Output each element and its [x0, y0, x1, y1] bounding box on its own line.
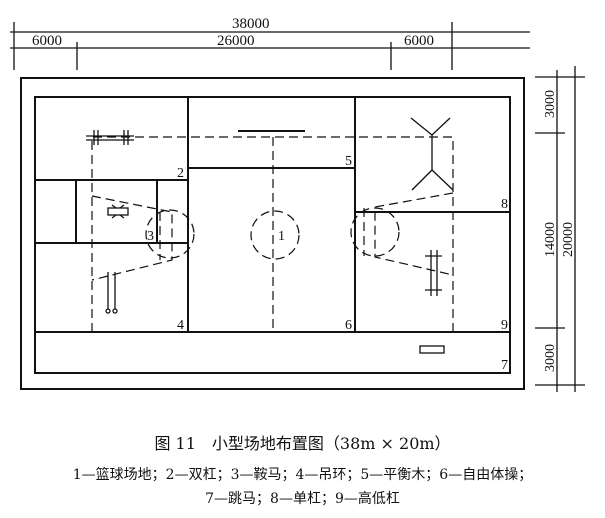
legend-line-2: 7—跳马；8—单杠；9—高低杠 — [205, 491, 400, 507]
pommel-horse-icon — [107, 204, 129, 219]
dim-top-depth: 3000 — [543, 90, 558, 118]
dim-total-width: 38000 — [232, 16, 270, 32]
marker-9: 9 — [501, 318, 508, 333]
right-key-circle — [350, 207, 400, 257]
marker-1: 1 — [278, 229, 285, 244]
dim-right-width: 6000 — [404, 33, 434, 49]
center-circle — [250, 210, 300, 260]
top-dimension-lines — [10, 22, 530, 70]
marker-3: 3 — [147, 229, 154, 244]
field-outline — [34, 96, 511, 374]
marker-8: 8 — [501, 197, 508, 212]
legend-line-1: 1—篮球场地；2—双杠；3—鞍马；4—吊环；5—平衡木；6—自由体操； — [72, 467, 533, 483]
figure-caption: 图 11 小型场地布置图（38m × 20m） — [154, 434, 451, 453]
marker-6: 6 — [345, 318, 352, 333]
dim-middle-depth: 14000 — [543, 222, 558, 257]
left-key-circle — [145, 209, 195, 259]
parallel-bars-icon — [86, 130, 134, 145]
dim-total-depth: 20000 — [561, 222, 576, 257]
dim-center-width: 26000 — [217, 33, 255, 49]
hall-outline — [20, 77, 525, 390]
layout-diagram: 38000 6000 26000 6000 3000 14000 3000 20… — [10, 16, 585, 392]
marker-7: 7 — [501, 358, 508, 373]
dim-left-width: 6000 — [32, 33, 62, 49]
uneven-bars-icon — [425, 250, 442, 296]
marker-5: 5 — [345, 154, 352, 169]
dim-bottom-depth: 3000 — [543, 344, 558, 372]
marker-4: 4 — [177, 318, 184, 333]
horizontal-bar-icon — [410, 117, 454, 191]
rings-icon — [105, 272, 118, 314]
basketball-court-lines — [91, 136, 454, 332]
zone-dividers — [35, 97, 510, 333]
marker-2: 2 — [177, 166, 184, 181]
right-dimension-lines — [535, 66, 585, 392]
vault-icon — [419, 345, 445, 354]
